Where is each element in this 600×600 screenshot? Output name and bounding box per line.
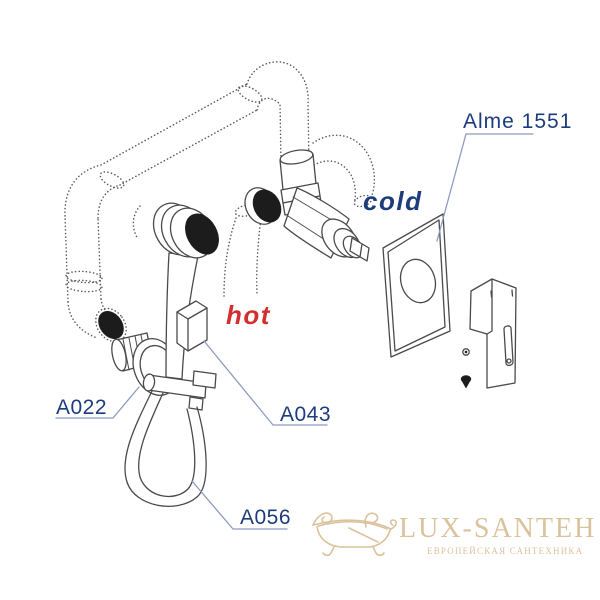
label-cold: cold (363, 186, 422, 216)
valve-inlet-port (252, 189, 282, 223)
cartridge-stem (349, 237, 370, 262)
hidden-supply-pipe (64, 61, 313, 343)
leader-a056 (191, 480, 288, 530)
mixer-valve-cartridge (244, 149, 370, 262)
mounting-screws (460, 348, 472, 389)
leader-a043 (203, 340, 328, 426)
watermark-tagline: ЕВРОПЕЙСКАЯ САНТЕХНИКА (427, 546, 583, 556)
shower-hose-a056 (124, 390, 207, 507)
bathtub-icon (312, 512, 397, 557)
leader-a022 (55, 386, 140, 419)
shower-handset (152, 202, 219, 380)
label-model: Alme 1551 (463, 110, 572, 133)
label-part-a056: A056 (240, 506, 291, 529)
leader-alme-1551 (436, 133, 534, 242)
spray-head (152, 202, 219, 259)
handset-hook (142, 370, 217, 411)
mounting-bracket (469, 278, 517, 389)
wall-plate-alme-1551 (382, 213, 451, 358)
label-part-a043: A043 (280, 403, 331, 426)
label-hot: hot (226, 300, 271, 330)
holder-button-a043 (176, 300, 208, 352)
spray-face (185, 213, 219, 255)
pipe-end-port (98, 310, 124, 340)
plate-hole (399, 258, 437, 304)
label-part-a022: A022 (56, 396, 107, 419)
watermark: LUX-SANTEH ЕВРОПЕЙСКАЯ САНТЕХНИКА (312, 512, 596, 557)
cold-pipe-dotted (310, 134, 376, 208)
watermark-brand: LUX-SANTEH (399, 513, 596, 544)
